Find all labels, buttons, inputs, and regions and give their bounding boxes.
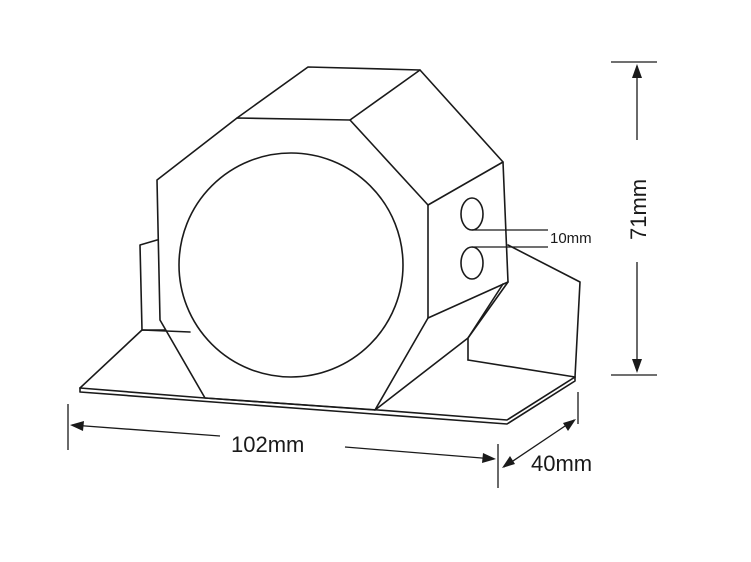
hole-spacing-label: 10mm <box>550 230 592 247</box>
length-arrow-right <box>482 453 496 463</box>
left-bracket <box>139 239 158 331</box>
base-plate-front-edge <box>79 376 576 421</box>
mount-hole-bottom <box>460 246 484 280</box>
base-plate-bottom <box>79 376 576 425</box>
height-label: 71mm <box>626 179 651 240</box>
base-plate <box>79 329 191 389</box>
right-lower-face <box>374 281 509 411</box>
depth-dimension: 40mm <box>502 392 592 476</box>
length-dimension: 102mm <box>67 404 499 488</box>
mount-hole-top <box>460 197 484 231</box>
length-label: 102mm <box>231 432 304 457</box>
hole-spacing-dimension: 10mm <box>472 229 592 248</box>
depth-arrow-lower <box>502 456 515 468</box>
right-bracket <box>507 244 581 378</box>
length-arrow-left <box>70 421 84 431</box>
device-outline <box>79 66 581 425</box>
depth-arrow-upper <box>563 419 576 431</box>
height-arrow-bottom <box>632 359 642 373</box>
right-upper-face <box>419 69 504 206</box>
height-dimension: 71mm <box>611 61 657 376</box>
speaker-circle <box>178 152 404 378</box>
depth-label: 40mm <box>531 451 592 476</box>
top-face <box>236 66 421 121</box>
octagon-front-face <box>156 117 429 411</box>
height-arrow-top <box>632 64 642 78</box>
